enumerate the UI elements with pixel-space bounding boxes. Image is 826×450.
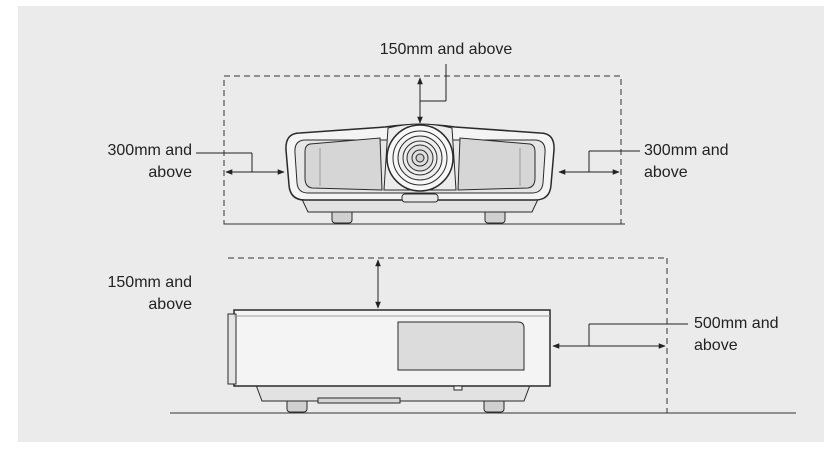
front-left-clearance-line2: above xyxy=(148,164,192,181)
side-top-clearance-line1: 150mm and xyxy=(107,274,193,291)
front-left-clearance-label: 300mm and above xyxy=(60,140,193,184)
side-rear-clearance-label: 500mm and above xyxy=(694,313,814,357)
front-right-clearance-line2: above xyxy=(644,164,688,181)
front-top-clearance-label: 150mm and above xyxy=(366,39,526,61)
side-rear-clearance-line2: above xyxy=(694,337,738,354)
front-view xyxy=(196,64,640,225)
front-top-clearance-text: 150mm and above xyxy=(379,41,513,58)
side-view xyxy=(170,257,796,414)
projector-front xyxy=(285,123,555,224)
side-panel xyxy=(397,321,525,371)
side-rear-clearance-line1: 500mm and xyxy=(694,315,779,332)
front-left-clearance-line1: 300mm and xyxy=(107,142,193,159)
side-top-clearance-line2: above xyxy=(148,296,192,313)
front-right-clearance-label: 300mm and above xyxy=(644,140,794,184)
projector-side xyxy=(227,309,551,413)
side-top-clearance-label: 150mm and above xyxy=(60,272,193,316)
front-right-clearance-line1: 300mm and xyxy=(644,142,729,159)
